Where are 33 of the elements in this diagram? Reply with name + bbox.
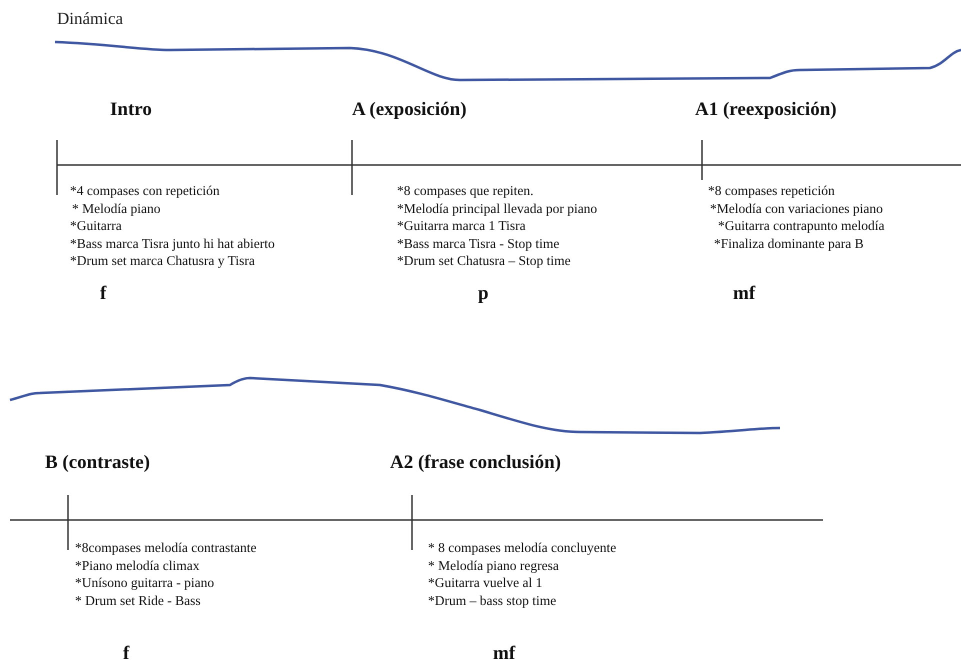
note-text: * 8 compases melodía concluyente [428, 541, 616, 554]
note-text: *Guitarra vuelve al 1 [428, 576, 542, 590]
note-text: *Melodía con variaciones piano [710, 202, 883, 215]
note-text: *Guitarra [70, 219, 122, 232]
dynamic-marking: f [123, 644, 130, 663]
section-heading: A2 (frase conclusión) [390, 453, 561, 472]
note-text: *Drum set marca Chatusra y Tisra [70, 254, 255, 268]
section-heading: A (exposición) [352, 100, 467, 119]
note-text: *8 compases que repiten. [397, 184, 534, 198]
note-text: *Drum – bass stop time [428, 594, 556, 607]
dynamics-heading: Dinámica [57, 10, 124, 27]
note-text: *Piano melodía climax [75, 558, 200, 572]
note-text: *Guitarra contrapunto melodía [718, 219, 884, 232]
dynamic-marking: f [100, 284, 106, 303]
section-heading: Intro [110, 100, 152, 119]
note-text: *Guitarra marca 1 Tisra [397, 219, 526, 232]
note-text: * Melodía piano regresa [428, 558, 559, 572]
note-text: * Melodía piano [72, 202, 160, 215]
note-text: * Drum set Ride - Bass [75, 594, 201, 607]
note-text: *8compases melodía contrastante [75, 541, 256, 554]
note-text: *Melodía principal llevada por piano [397, 202, 598, 215]
section-heading: A1 (reexposición) [695, 100, 837, 119]
note-text: *8 compases repetición [708, 184, 835, 198]
section-heading: B (contraste) [45, 453, 150, 472]
dynamic-marking: mf [733, 284, 756, 303]
dynamic-marking: p [478, 284, 489, 303]
note-text: *4 compases con repetición [70, 184, 220, 198]
note-text: *Unísono guitarra - piano [75, 576, 214, 590]
note-text: *Drum set Chatusra – Stop time [397, 254, 571, 268]
note-text: *Bass marca Tisra junto hi hat abierto [70, 236, 275, 250]
dynamic-marking: mf [493, 644, 516, 663]
note-text: *Finaliza dominante para B [714, 236, 864, 250]
note-text: *Bass marca Tisra - Stop time [397, 236, 560, 250]
